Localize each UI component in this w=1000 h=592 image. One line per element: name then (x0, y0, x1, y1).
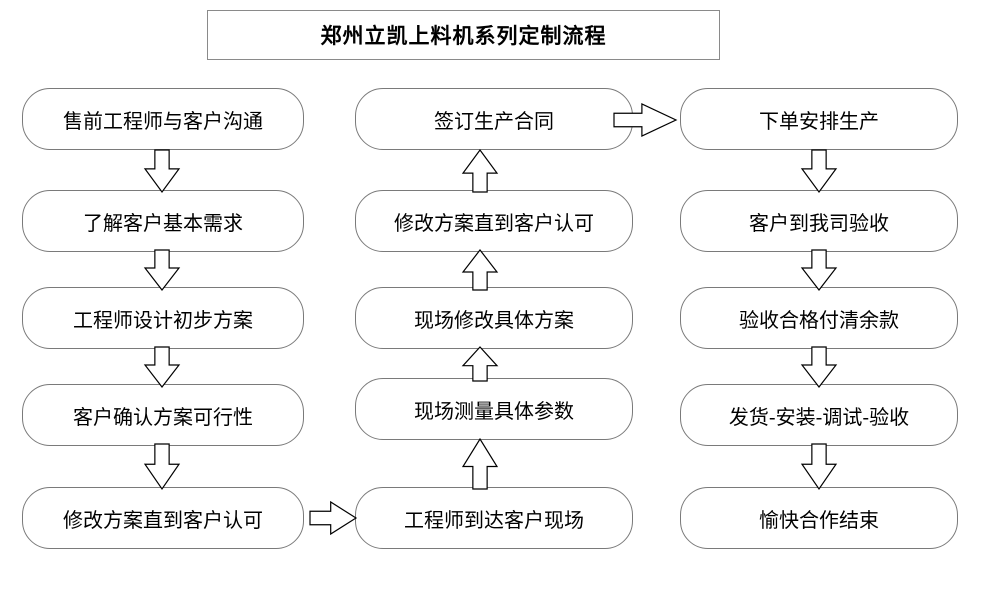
arrow-right-n5-n10-icon (309, 500, 358, 536)
flowchart-node-n11: 下单安排生产 (680, 88, 958, 150)
flowchart-node-n2: 了解客户基本需求 (22, 190, 304, 252)
flowchart-node-n1: 售前工程师与客户沟通 (22, 88, 304, 150)
arrow-down-n13-n14-icon (800, 346, 838, 388)
flowchart-node-n4: 客户确认方案可行性 (22, 384, 304, 446)
arrow-down-n2-n3-icon (143, 249, 181, 291)
arrow-up-n7-n6-icon (461, 148, 499, 193)
arrow-down-n1-n2-icon (143, 149, 181, 194)
flowchart-node-n14: 发货-安装-调试-验收 (680, 384, 958, 446)
arrow-up-n9-n8-icon (461, 346, 499, 382)
flowchart-node-n15: 愉快合作结束 (680, 487, 958, 549)
flowchart-node-n7: 修改方案直到客户认可 (355, 190, 633, 252)
diagram-title: 郑州立凯上料机系列定制流程 (320, 23, 607, 48)
arrow-up-n8-n7-icon (461, 249, 499, 291)
flowchart-node-n13: 验收合格付清余款 (680, 287, 958, 349)
arrow-down-n11-n12-icon (800, 149, 838, 194)
flowchart-node-n6: 签订生产合同 (355, 88, 633, 150)
flowchart-node-n9: 现场测量具体参数 (355, 378, 633, 440)
diagram-title-box: 郑州立凯上料机系列定制流程 (207, 10, 720, 60)
flowchart-node-n5: 修改方案直到客户认可 (22, 487, 304, 549)
arrow-down-n14-n15-icon (800, 443, 838, 491)
arrow-down-n4-n5-icon (143, 443, 181, 491)
arrow-up-n10-n9-icon (461, 437, 499, 490)
arrow-down-n3-n4-icon (143, 346, 181, 388)
flowchart-node-n8: 现场修改具体方案 (355, 287, 633, 349)
arrow-right-n6-n11-icon (613, 103, 678, 137)
flowchart-node-n10: 工程师到达客户现场 (355, 487, 633, 549)
arrow-down-n12-n13-icon (800, 249, 838, 291)
flowchart-node-n3: 工程师设计初步方案 (22, 287, 304, 349)
flowchart-node-n12: 客户到我司验收 (680, 190, 958, 252)
